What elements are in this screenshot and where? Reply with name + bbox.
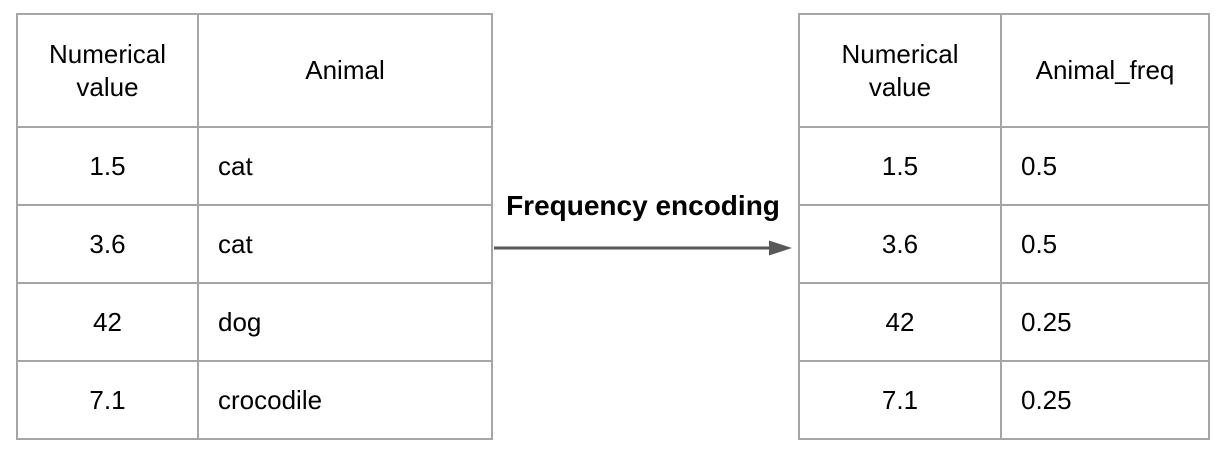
table-row: 3.6 cat bbox=[16, 204, 493, 284]
encoded-cell-animal-freq: 0.25 bbox=[1000, 360, 1210, 440]
table-row: 7.1 crocodile bbox=[16, 360, 493, 440]
encoded-cell-numerical-value: 1.5 bbox=[798, 126, 1002, 206]
table-header-row: Numerical value Animal_freq bbox=[798, 13, 1210, 128]
source-header-numerical-value: Numerical value bbox=[16, 13, 199, 128]
source-cell-numerical-value: 42 bbox=[16, 282, 199, 362]
table-row: 42 dog bbox=[16, 282, 493, 362]
table-row: 42 0.25 bbox=[798, 282, 1210, 362]
encoded-cell-animal-freq: 0.25 bbox=[1000, 282, 1210, 362]
source-cell-numerical-value: 3.6 bbox=[16, 204, 199, 284]
source-table: Numerical value Animal 1.5 cat 3.6 cat 4… bbox=[16, 13, 493, 440]
table-row: 7.1 0.25 bbox=[798, 360, 1210, 440]
encoded-cell-numerical-value: 42 bbox=[798, 282, 1002, 362]
arrow-label: Frequency encoding bbox=[506, 190, 780, 221]
source-cell-animal: cat bbox=[197, 126, 493, 206]
source-header-animal: Animal bbox=[197, 13, 493, 128]
table-header-row: Numerical value Animal bbox=[16, 13, 493, 128]
encoded-table: Numerical value Animal_freq 1.5 0.5 3.6 … bbox=[798, 13, 1210, 440]
source-cell-numerical-value: 7.1 bbox=[16, 360, 199, 440]
source-cell-animal: crocodile bbox=[197, 360, 493, 440]
encoded-cell-numerical-value: 3.6 bbox=[798, 204, 1002, 284]
encoded-cell-animal-freq: 0.5 bbox=[1000, 204, 1210, 284]
source-cell-animal: dog bbox=[197, 282, 493, 362]
right-arrow-icon bbox=[494, 240, 792, 256]
source-cell-animal: cat bbox=[197, 204, 493, 284]
table-row: 3.6 0.5 bbox=[798, 204, 1210, 284]
encoded-header-numerical-value: Numerical value bbox=[798, 13, 1002, 128]
encoded-cell-numerical-value: 7.1 bbox=[798, 360, 1002, 440]
source-cell-numerical-value: 1.5 bbox=[16, 126, 199, 206]
table-row: 1.5 cat bbox=[16, 126, 493, 206]
encoded-header-animal-freq: Animal_freq bbox=[1000, 13, 1210, 128]
encoded-cell-animal-freq: 0.5 bbox=[1000, 126, 1210, 206]
table-row: 1.5 0.5 bbox=[798, 126, 1210, 206]
